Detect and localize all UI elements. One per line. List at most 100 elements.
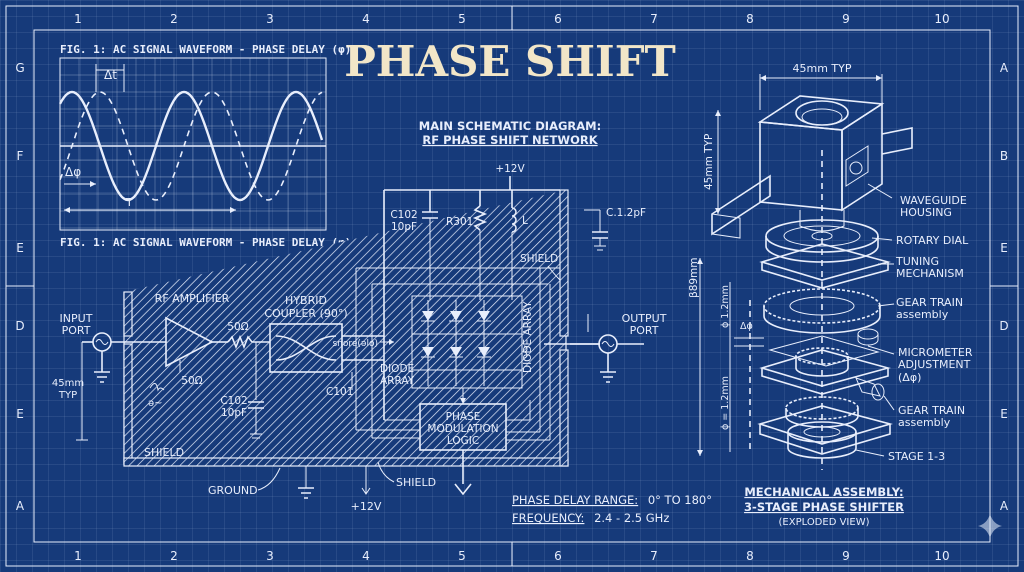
column-label: 3 (266, 549, 274, 563)
resistor-50-bottom-label: 50Ω (181, 375, 202, 387)
input-dim-2: TYP (58, 390, 77, 401)
shield-bottom-wall (123, 457, 569, 467)
c102-bottom-label-1: C102 (220, 395, 247, 407)
column-label: 5 (458, 549, 466, 563)
diode-array-right-label: DIODE ARRAY (522, 301, 534, 373)
period-label: T (125, 196, 133, 209)
rotary-dial (765, 219, 879, 253)
stage-plate-base (757, 405, 893, 445)
column-label: 1 (74, 12, 82, 26)
column-label: 3 (266, 12, 274, 26)
row-label-right: B (1000, 149, 1008, 163)
column-label: 2 (170, 549, 178, 563)
range-value: 0° TO 180° (648, 493, 712, 507)
diode-array-left-label-2: ARRAY (380, 375, 415, 387)
shield-bottom-label: SHIELD (396, 476, 436, 489)
housing-front-face (759, 121, 843, 211)
c102-top-label-2: 10pF (391, 221, 417, 233)
label-gear-train-2: GEAR TRAIN (898, 404, 965, 417)
column-label: 5 (458, 12, 466, 26)
schematic-heading-2: RF PHASE SHIFT NETWORK (422, 133, 598, 147)
housing-side-face (841, 102, 883, 212)
sheet-frame (5, 5, 1019, 567)
label-gear-train-1: GEAR TRAIN (896, 296, 963, 309)
logic-label-1: PHASE (446, 411, 481, 423)
label-micrometer-2: ADJUSTMENT (898, 358, 971, 371)
schematic-heading-1: MAIN SCHEMATIC DIAGRAM: (419, 119, 601, 133)
c102-top-label-1: C102 (390, 209, 417, 221)
sparkle-icon (978, 514, 1002, 538)
column-label: 10 (934, 549, 949, 563)
row-label-right: A (1000, 61, 1009, 75)
row-label-left: A (16, 499, 25, 513)
ground-label: GROUND (208, 484, 258, 497)
schematic: MAIN SCHEMATIC DIAGRAM: RF PHASE SHIFT N… (52, 119, 667, 513)
shield-bottom-left-label: SHIELD (144, 446, 184, 459)
input-port-label-1: INPUT (60, 312, 93, 325)
rf-amplifier-symbol (165, 316, 214, 368)
c-right-label: C.1.2pF (606, 207, 646, 219)
c102-bottom-label-2: 10pF (221, 407, 247, 419)
snore-label: snore(ǝlo) (332, 339, 378, 349)
assembly-caption-2: 3-STAGE PHASE SHIFTER (744, 500, 904, 514)
height-dim-label: β89mm (688, 257, 700, 298)
resistor-50-top-label: 50Ω (227, 321, 248, 333)
waveform-caption-top: FIG. 1: AC SIGNAL WAVEFORM - PHASE DELAY… (60, 43, 351, 56)
page-title: PHASE SHIFT (344, 37, 676, 86)
shield-right-wall-lower (559, 349, 569, 467)
phase-delay-range: PHASE DELAY RANGE: 0° TO 180° (512, 493, 712, 507)
label-micrometer-1: MICROMETER (898, 346, 973, 359)
input-dim-1: 45mm (52, 378, 84, 389)
label-stage: STAGE 1-3 (888, 450, 945, 463)
column-label: 2 (170, 12, 178, 26)
column-label: 7 (650, 12, 658, 26)
supply-top-label: +12V (495, 163, 525, 175)
row-label-right: D (999, 319, 1008, 333)
column-label: 7 (650, 549, 658, 563)
top-dim-label: 45mm TYP (793, 62, 852, 75)
column-label: 1 (74, 549, 82, 563)
label-waveguide-1: WAVEGUIDE (900, 194, 967, 207)
label-rotary-dial: ROTARY DIAL (896, 234, 969, 247)
hybrid-coupler-box (269, 323, 343, 373)
hybrid-coupler-label-2: COUPLER (90°) (264, 307, 347, 320)
row-label-left: E (16, 407, 24, 421)
row-label-right: A (1000, 499, 1009, 513)
logic-label-2: MODULATION (427, 423, 498, 435)
freq-value: 2.4 - 2.5 GHz (594, 511, 669, 525)
column-label: 6 (554, 12, 562, 26)
label-tuning-2: MECHANISM (896, 267, 964, 280)
column-label: 8 (746, 549, 754, 563)
label-gear-train-2b: assembly (898, 416, 951, 429)
specs-block: PHASE DELAY RANGE: 0° TO 180° FREQUENCY:… (512, 493, 712, 525)
waveform-figure: FIG. 1: AC SIGNAL WAVEFORM - PHASE DELAY… (58, 43, 351, 249)
label-micrometer-3: (Δφ) (898, 371, 921, 384)
shield-right-wall-upper (559, 189, 569, 337)
mechanical-assembly: 45mm TYP 45mm TYP β89mm ϕ 1.2mm ϕ = 1.2m… (688, 62, 973, 528)
squiggle-note: ǝ~ (148, 398, 163, 409)
range-label: PHASE DELAY RANGE: (512, 493, 638, 507)
output-port-label-2: PORT (630, 324, 659, 337)
column-label: 4 (362, 12, 370, 26)
label-gear-train-1b: assembly (896, 308, 949, 321)
phi-dim-1: ϕ 1.2mm (720, 285, 731, 328)
label-tuning-1: TUNING (895, 255, 939, 268)
inductor-label: L (522, 215, 528, 227)
delta-phi-label: Δφ (65, 165, 81, 179)
r301-label: R301 (446, 216, 473, 228)
waveform-grid (60, 58, 326, 230)
phi-dim-2: ϕ = 1.2mm (720, 376, 731, 430)
column-label: 9 (842, 549, 850, 563)
supply-bottom-label: +12V (351, 500, 382, 513)
column-label: 8 (746, 12, 754, 26)
diode-array-left-label-1: DIODE (380, 363, 414, 375)
resistor-50-top (227, 334, 253, 350)
column-label: 6 (554, 549, 562, 563)
waveguide-arm (711, 174, 771, 236)
diode-array-frame (411, 295, 523, 389)
